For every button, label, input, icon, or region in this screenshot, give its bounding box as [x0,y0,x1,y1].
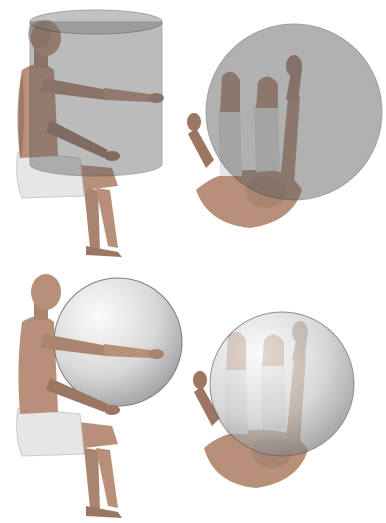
reach-cylinder [30,10,162,176]
top-view-cylinder-illustration [180,0,386,262]
side-view-sphere-panel [0,262,200,523]
reach-sphere [210,312,354,456]
side-view-cylinder-panel [0,0,180,262]
side-view-cylinder-illustration [0,0,180,262]
side-view-sphere-illustration [0,262,200,523]
top-view-cylinder-panel [180,0,386,262]
reach-disc [206,24,382,200]
top-view-sphere-illustration [180,262,386,523]
top-view-sphere-panel [180,262,386,523]
